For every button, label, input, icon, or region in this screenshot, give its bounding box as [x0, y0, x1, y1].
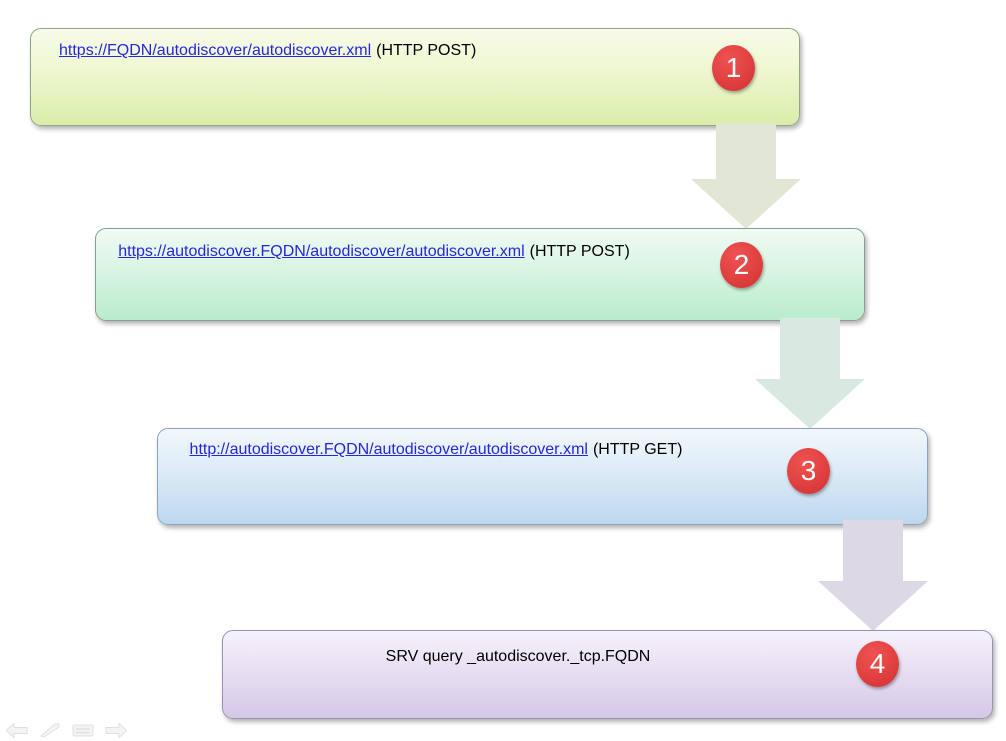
step-3-number-badge: 3	[787, 448, 830, 494]
arrow-step1-to-step2	[691, 123, 801, 234]
step-2-url-link[interactable]: https://autodiscover.FQDN/autodiscover/a…	[118, 243, 525, 260]
down-arrow-icon	[755, 318, 865, 429]
slideshow-toolbar	[6, 722, 127, 738]
step-3-url-link[interactable]: http://autodiscover.FQDN/autodiscover/au…	[189, 441, 588, 458]
step-1-url-link[interactable]: https://FQDN/autodiscover/autodiscover.x…	[59, 42, 372, 59]
step-1-method: (HTTP POST)	[376, 42, 477, 59]
arrow-step2-to-step3	[755, 318, 865, 434]
step-2-number-badge: 2	[720, 242, 763, 288]
menu-icon[interactable]	[72, 722, 94, 738]
forward-arrow-icon[interactable]	[105, 722, 127, 738]
down-arrow-icon	[691, 123, 801, 229]
step-4-text: SRV query _autodiscover._tcp.FQDN	[223, 631, 813, 670]
step-1-text: https://FQDN/autodiscover/autodiscover.x…	[31, 29, 799, 64]
step-3-number: 3	[800, 455, 817, 486]
step-3-text: http://autodiscover.FQDN/autodiscover/au…	[158, 429, 714, 463]
step-1-number: 1	[725, 52, 742, 83]
pen-icon[interactable]	[39, 722, 61, 738]
step-2-number: 2	[733, 249, 750, 280]
step-2-text: https://autodiscover.FQDN/autodiscover/a…	[96, 229, 652, 265]
step-4-label: SRV query _autodiscover._tcp.FQDN	[385, 648, 651, 665]
down-arrow-icon	[818, 520, 928, 631]
step-3-method: (HTTP GET)	[592, 441, 683, 458]
step-4-number-badge: 4	[856, 641, 899, 687]
back-arrow-icon[interactable]	[6, 722, 28, 738]
arrow-step3-to-step4	[818, 520, 928, 636]
step-4-number: 4	[869, 648, 886, 679]
step-2-method: (HTTP POST)	[529, 243, 630, 260]
step-box-1: https://FQDN/autodiscover/autodiscover.x…	[30, 28, 800, 126]
step-1-number-badge: 1	[712, 45, 755, 91]
